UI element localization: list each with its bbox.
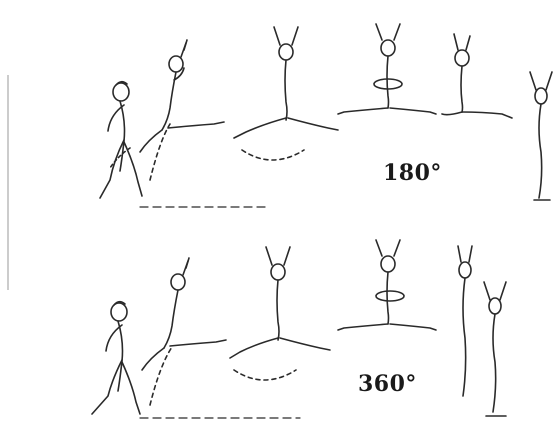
row-180-figure-finish bbox=[530, 72, 552, 200]
row-360-figure-approach bbox=[92, 302, 140, 414]
row-180-figure-split-rotation bbox=[338, 24, 436, 114]
row-180-figure-split-leap bbox=[234, 27, 338, 160]
row-360-sequence bbox=[92, 240, 506, 418]
row-360-figure-finish bbox=[484, 282, 506, 416]
row-360-figure-landing bbox=[458, 246, 472, 396]
row-180-sequence bbox=[100, 24, 552, 207]
row-180-figure-landing-split bbox=[442, 34, 512, 118]
row-180-figure-takeoff bbox=[140, 40, 224, 180]
row-360-figure-split-leap bbox=[230, 247, 330, 380]
rotation-label-180: 180° bbox=[383, 160, 442, 186]
row-360-figure-split-rotation bbox=[338, 240, 436, 330]
rotation-label-360: 360° bbox=[358, 371, 417, 397]
row-360-figure-takeoff bbox=[142, 258, 226, 405]
row-180-figure-approach bbox=[100, 82, 142, 198]
